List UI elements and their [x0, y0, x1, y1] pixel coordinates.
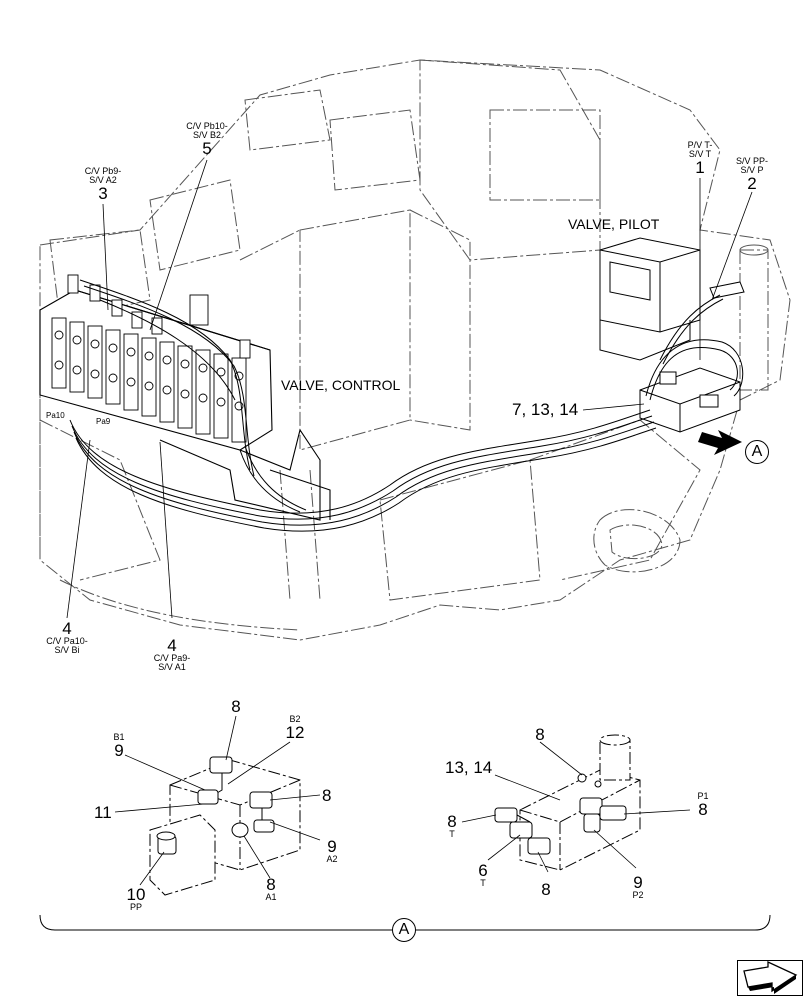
callout-4-pa9: 4 C/V Pa9- S/V A1: [154, 637, 191, 672]
valve-pilot-title: VALVE, PILOT: [568, 216, 660, 232]
detail-left-8-a1-sub: A1: [265, 892, 277, 902]
callout-4-pa9-desc-1: C/V Pa9-: [153, 653, 191, 663]
port-label-pa10: Pa10: [46, 411, 65, 420]
detail-right-8-p1-number: 8: [698, 800, 708, 819]
leader-lines-detail-left: [114, 715, 321, 886]
leader-lines-main: [66, 159, 753, 619]
detail-left-9-b1-sub: B1: [113, 732, 125, 742]
detail-right-9-p2-sub: P2: [632, 890, 644, 900]
view-a-marker: A: [745, 440, 769, 464]
detail-right-9-p2-number: 9: [633, 873, 643, 892]
callout-4-pa10-number: 4: [62, 619, 72, 638]
detail-left-9-a2: 9 A2: [326, 838, 337, 864]
detail-left-12-b2-number: 12: [285, 723, 305, 742]
callout-2-desc-2: S/V P: [740, 165, 764, 175]
hose-bundle: [69, 279, 744, 532]
detail-right-6-t: 6 T: [478, 862, 487, 888]
callout-4-pa9-desc-2: S/V A1: [158, 662, 186, 672]
detail-right-8-t: 8 T: [447, 813, 456, 839]
callout-3-number: 3: [98, 184, 108, 203]
detail-right-8-t-sub: T: [449, 829, 455, 839]
callout-4-pa10: 4 C/V Pa10- S/V Bi: [46, 620, 88, 655]
detail-right-9-p2: 9 P2: [632, 874, 643, 900]
detail-left-12-b2: B2 12: [285, 714, 305, 742]
callout-7-13-14: 7, 13, 14: [512, 400, 579, 419]
detail-right-8-p1-sub: P1: [697, 791, 709, 801]
pilot-valve-block: [599, 237, 769, 391]
detail-left-10-pp-number: 10: [126, 885, 146, 904]
detail-right-8-top: 8: [535, 725, 545, 744]
port-label-pa9: Pa9: [96, 417, 111, 426]
detail-left-8-a1: 8 A1: [265, 876, 276, 902]
detail-left-8-a1-number: 8: [266, 875, 276, 894]
callout-3: C/V Pb9- S/V A2 3: [84, 166, 122, 203]
detail-left-9-a2-sub: A2: [326, 854, 338, 864]
callout-2-number: 2: [747, 174, 757, 193]
view-a-detail-marker: A: [392, 918, 416, 942]
detail-right-fittings: [494, 773, 627, 855]
valve-control-title: VALVE, CONTROL: [281, 377, 401, 393]
detail-right-6-t-number: 6: [478, 861, 488, 880]
detail-left-11: 11: [94, 803, 112, 822]
leader-lines-detail-right: [461, 741, 691, 873]
detail-left-9-a2-number: 9: [327, 837, 337, 856]
detail-right-8-bottom: 8: [541, 880, 551, 899]
callout-1-desc-2: S/V T: [688, 149, 712, 159]
detail-bracket: [39, 914, 771, 931]
callout-1-desc-1: P/V T-: [687, 140, 713, 150]
callout-5: C/V Pb10- S/V B2 5: [186, 121, 228, 158]
callout-3-desc-1: C/V Pb9-: [84, 166, 122, 176]
callout-1-number: 1: [695, 158, 705, 177]
detail-right-13-14: 13, 14: [445, 758, 493, 777]
next-page-button[interactable]: [737, 960, 803, 996]
callout-4-pa10-desc-1: C/V Pa10-: [46, 636, 88, 646]
detail-left-8-right: 8: [322, 786, 332, 805]
detail-right-6-t-sub: T: [480, 878, 486, 888]
view-a-arrow-icon: [698, 430, 742, 455]
detail-left-10-pp: 10 PP: [127, 886, 146, 912]
control-valve-block: [39, 274, 331, 521]
detail-right-8-p1: P1 8: [697, 791, 709, 819]
callout-2-desc-1: S/V PP-: [735, 156, 769, 166]
detail-right-8-t-number: 8: [447, 812, 457, 831]
callout-5-desc-1: C/V Pb10-: [186, 121, 228, 131]
detail-left-8-top: 8: [231, 697, 241, 716]
detail-left-10-pp-sub: PP: [129, 902, 143, 912]
callout-3-desc-2: S/V A2: [89, 175, 117, 185]
detail-left-assembly: [149, 759, 301, 896]
callout-4-pa10-desc-2: S/V Bi: [54, 645, 80, 655]
callout-5-number: 5: [202, 139, 212, 158]
detail-left-9-b1: B1 9: [113, 732, 125, 760]
next-page-arrow-icon: [743, 960, 798, 994]
junction-block: [639, 367, 741, 433]
detail-left-fittings: [156, 756, 275, 855]
callout-1: P/V T- S/V T 1: [687, 140, 713, 177]
detail-left-12-b2-sub: B2: [289, 714, 301, 724]
callout-5-desc-2: S/V B2: [192, 130, 221, 140]
detail-left-9-b1-number: 9: [114, 741, 124, 760]
callout-4-pa9-number: 4: [167, 636, 177, 655]
callout-2: S/V PP- S/V P 2: [735, 156, 769, 193]
